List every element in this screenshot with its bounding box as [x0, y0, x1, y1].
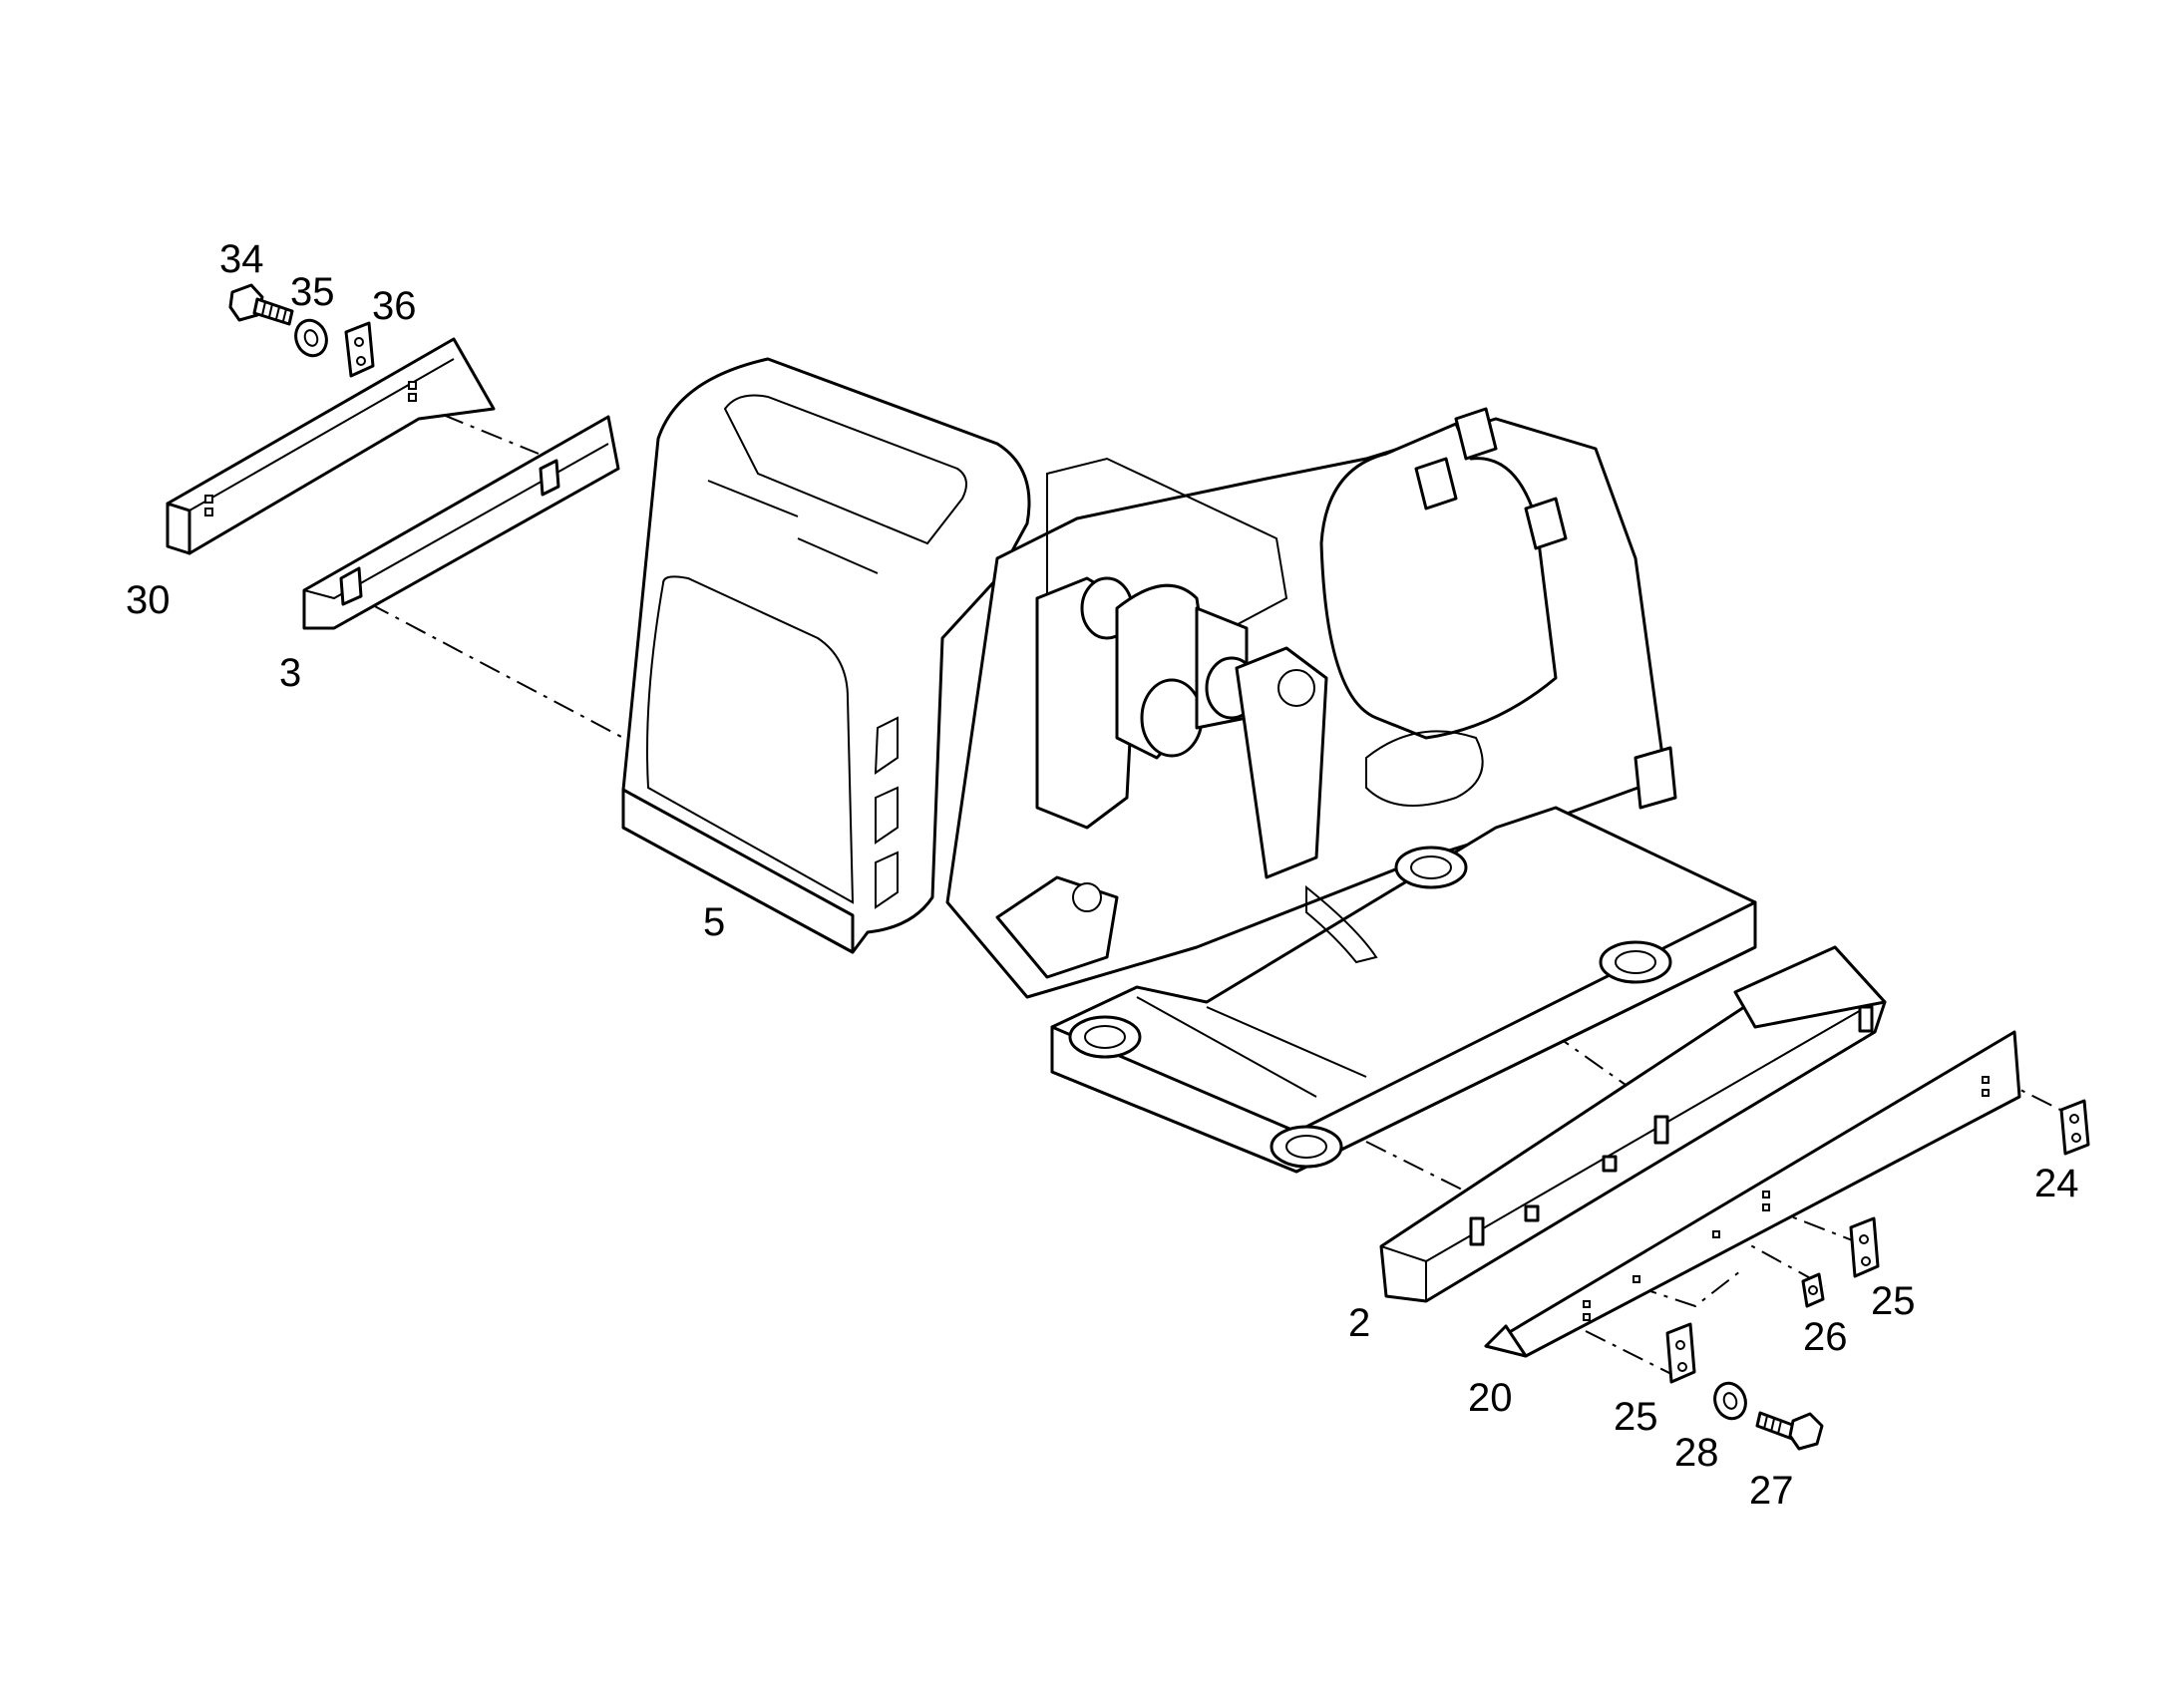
callout-25-lower: 25: [1614, 1395, 1658, 1439]
callout-20: 20: [1468, 1376, 1513, 1420]
washer-35: [294, 318, 328, 358]
square-washer-26: [1801, 1272, 1825, 1308]
lower-frame: [1050, 806, 1757, 1174]
plate-25-lower: [1665, 1322, 1696, 1384]
plate-36: [344, 321, 375, 378]
callout-3: 3: [279, 651, 301, 695]
callout-25-upper: 25: [1871, 1279, 1916, 1323]
angle-bar-20: [1484, 1030, 2021, 1358]
callout-28: 28: [1674, 1431, 1719, 1475]
plate-25-upper: [1849, 1216, 1880, 1278]
angle-bracket-30: [166, 337, 496, 555]
callout-24: 24: [2034, 1162, 2079, 1205]
plate-24: [2059, 1099, 2090, 1156]
callouts: 34 35 36 30 3 5 2 24 25 26 20 25 28 27: [126, 237, 2079, 1513]
callout-27: 27: [1749, 1469, 1794, 1513]
callout-36: 36: [372, 284, 417, 328]
callout-35: 35: [290, 270, 335, 314]
callout-5: 5: [703, 900, 725, 944]
bolt-34: [228, 283, 294, 326]
callout-2: 2: [1348, 1301, 1370, 1345]
counterweight-5: [621, 357, 1031, 954]
callout-34: 34: [219, 237, 264, 281]
upper-frame: [945, 407, 1677, 999]
angle-bracket-3: [302, 415, 620, 630]
callout-26: 26: [1803, 1315, 1848, 1359]
side-beam-2: [1379, 945, 1887, 1303]
bolt-27: [1755, 1411, 1824, 1451]
callout-30: 30: [126, 578, 171, 622]
washer-28: [1713, 1381, 1747, 1421]
